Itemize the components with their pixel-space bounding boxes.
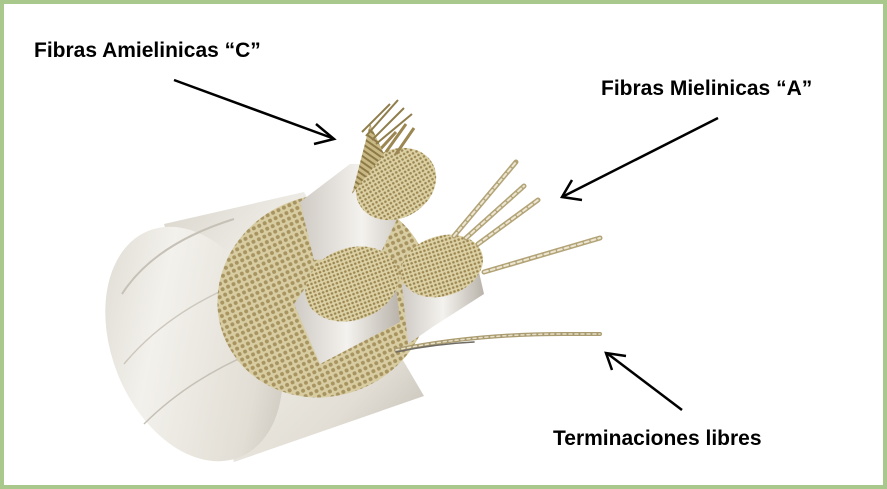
arrow-unmyelinated <box>174 80 334 144</box>
free-nerve-endings <box>396 334 600 352</box>
arrow-free-endings <box>606 353 682 410</box>
label-unmyelinated-fibers: Fibras Amielinicas “C” <box>34 40 261 61</box>
label-free-endings: Terminaciones libres <box>553 428 762 449</box>
arrow-myelinated <box>562 118 718 200</box>
label-myelinated-fibers: Fibras Mielinicas “A” <box>601 78 812 99</box>
